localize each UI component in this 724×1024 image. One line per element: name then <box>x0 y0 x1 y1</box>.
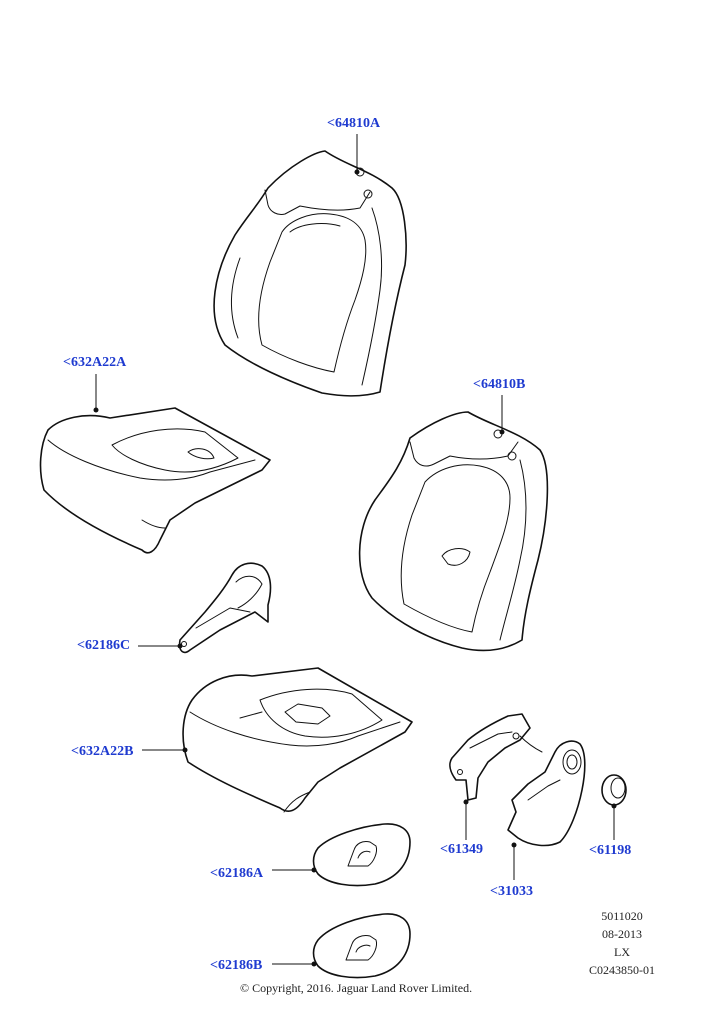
leader-dot-31033 <box>511 842 517 848</box>
leader-dot-632a22a <box>93 407 99 413</box>
callout-64810a[interactable]: <64810A <box>327 116 381 131</box>
meta-code: 5011020 <box>601 909 643 923</box>
leader-dot-62186b <box>311 961 317 967</box>
cover-62186a <box>312 823 411 887</box>
leader-dot-62186a <box>311 867 317 873</box>
leader-dot-61349 <box>463 799 469 805</box>
callout-62186c[interactable]: <62186C <box>77 638 131 653</box>
cover-62186b <box>312 913 411 979</box>
cushion-pad-lower <box>182 667 413 813</box>
callout-64810b[interactable]: <64810B <box>473 377 526 392</box>
leader-dot-62186c <box>177 643 183 649</box>
callout-632a22a[interactable]: <632A22A <box>63 355 127 370</box>
leader-dot-632a22b <box>182 747 188 753</box>
leader-dot-61198 <box>611 803 617 809</box>
leader-dot-64810a <box>354 169 360 175</box>
bracket-62186c <box>178 562 272 654</box>
meta-ref: C0243850-01 <box>589 963 655 977</box>
callout-31033[interactable]: <31033 <box>490 884 533 899</box>
meta-model: LX <box>614 945 630 959</box>
cap-61198 <box>601 774 627 806</box>
callout-62186b[interactable]: <62186B <box>210 958 263 973</box>
callout-632a22b[interactable]: <632A22B <box>71 744 134 759</box>
seat-back-foam-upper <box>213 150 407 397</box>
callout-61349[interactable]: <61349 <box>440 842 483 857</box>
copyright-notice: © Copyright, 2016. Jaguar Land Rover Lim… <box>240 981 473 995</box>
bracket-61349 <box>449 713 543 801</box>
leader-dot-64810b <box>499 429 505 435</box>
callout-62186a[interactable]: <62186A <box>210 866 264 881</box>
callout-61198[interactable]: <61198 <box>589 843 632 858</box>
seat-back-foam-lower <box>358 411 549 652</box>
cushion-pad-upper <box>39 407 271 554</box>
bracket-31033 <box>507 740 586 847</box>
meta-date: 08-2013 <box>602 927 642 941</box>
